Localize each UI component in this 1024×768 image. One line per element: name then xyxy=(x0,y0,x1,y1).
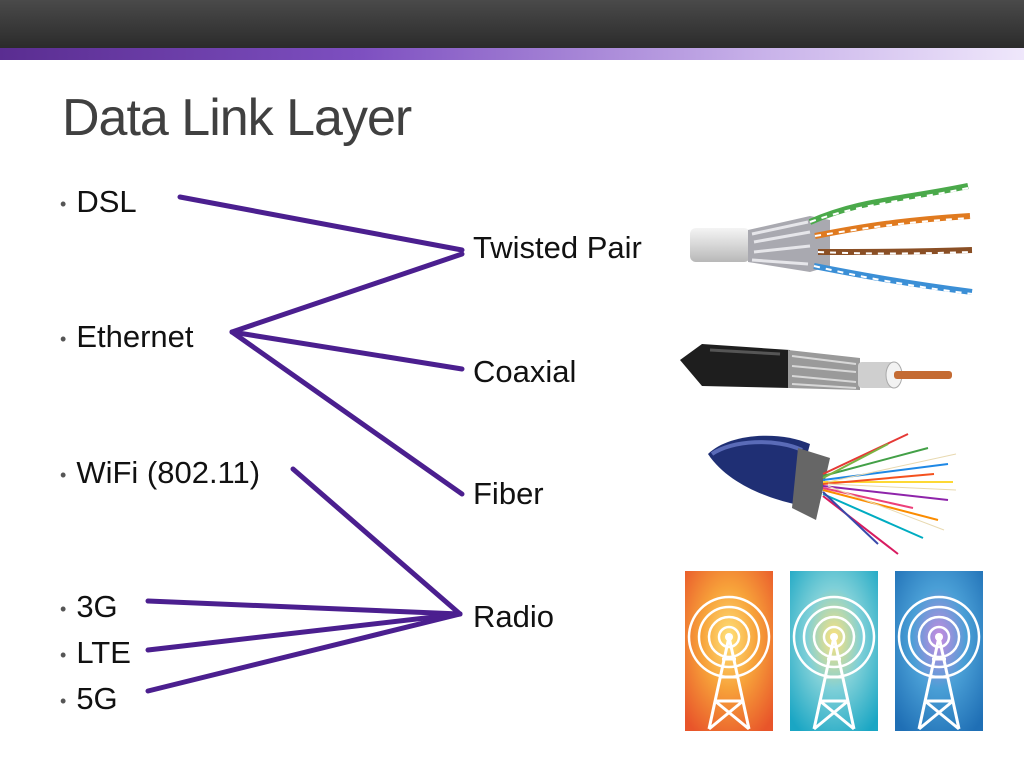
link-wifi-radio xyxy=(290,466,463,617)
bullet-dsl: • DSL xyxy=(60,184,137,222)
radio-tower-icon xyxy=(685,571,983,731)
bullet-wifi: • WiFi (802.11) xyxy=(60,455,260,493)
twisted-pair-cable-icon xyxy=(690,183,973,295)
bullet-label: 5G xyxy=(76,681,118,716)
accent-stripe xyxy=(0,48,1024,60)
slide-title: Data Link Layer xyxy=(62,89,412,147)
media-coaxial: Coaxial xyxy=(473,354,577,389)
link-ethernet-coaxial xyxy=(229,329,465,372)
bullet-dot: • xyxy=(60,644,67,665)
bullet-label: WiFi (802.11) xyxy=(76,455,261,490)
bullet-3g: • 3G xyxy=(60,589,118,627)
bullet-lte: • LTE xyxy=(60,635,131,673)
radio-towers-icon xyxy=(685,571,983,731)
bullet-5g: • 5G xyxy=(60,681,118,719)
link-lte-radio xyxy=(145,611,463,653)
link-dsl-twisted-pair xyxy=(177,194,465,253)
link-ethernet-twisted-pair xyxy=(229,251,465,335)
bullet-label: LTE xyxy=(76,635,131,670)
coaxial-cable-icon xyxy=(680,344,952,390)
bullet-ethernet: • Ethernet xyxy=(60,319,194,357)
media-fiber: Fiber xyxy=(473,476,544,511)
link-3g-radio xyxy=(145,598,463,617)
bullet-dot: • xyxy=(60,690,67,711)
link-5g-radio xyxy=(145,611,463,694)
media-twisted-pair: Twisted Pair xyxy=(473,230,642,265)
bullet-dot: • xyxy=(60,328,67,349)
bullet-dot: • xyxy=(60,193,67,214)
bullet-label: 3G xyxy=(76,589,118,624)
media-radio: Radio xyxy=(473,599,554,634)
top-header-bar xyxy=(0,0,1024,48)
bullet-label: Ethernet xyxy=(76,319,194,354)
bullet-dot: • xyxy=(60,464,67,485)
fiber-optic-cable-icon xyxy=(708,433,957,555)
link-ethernet-fiber xyxy=(229,329,465,497)
bullet-dot: • xyxy=(60,598,67,619)
bullet-label: DSL xyxy=(76,184,137,219)
